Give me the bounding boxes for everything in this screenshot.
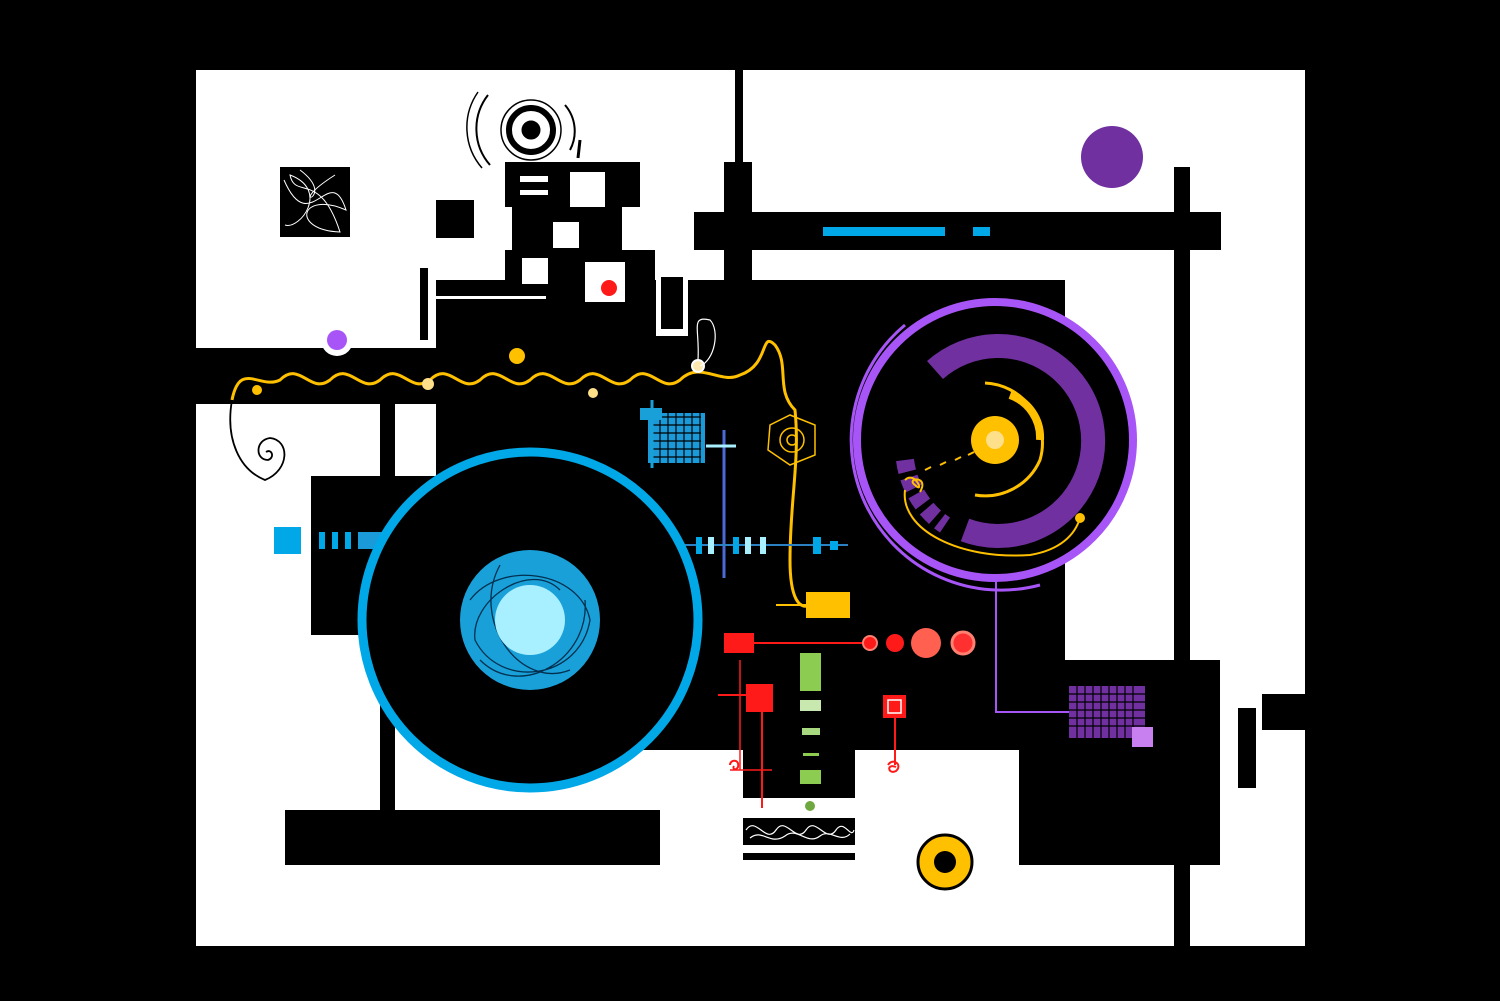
purple-dot [327,330,347,350]
scribble-square-icon [280,167,350,237]
scribble-strip [743,818,855,845]
purple-grid-icon [1069,686,1153,747]
purple-disc [849,298,1137,713]
purple-circle [1081,126,1143,188]
yellow-wave [230,339,811,608]
yellow-ring [916,833,974,891]
cream-dot [691,359,705,373]
blue-bar-small [973,227,990,236]
yellow-spiral-icon [767,414,816,466]
blue-ticks [274,527,838,554]
red-elements [718,628,976,808]
concentric-target-icon [466,91,582,169]
yellow-block [806,592,850,618]
blue-bar [823,227,945,236]
red-dot [601,280,617,296]
castle-windows [436,172,688,336]
blue-disc [357,447,703,793]
spiral-icon [229,399,286,481]
green-bars [800,653,821,811]
yellow-dots [252,348,598,398]
grid-square-icon [640,400,705,468]
